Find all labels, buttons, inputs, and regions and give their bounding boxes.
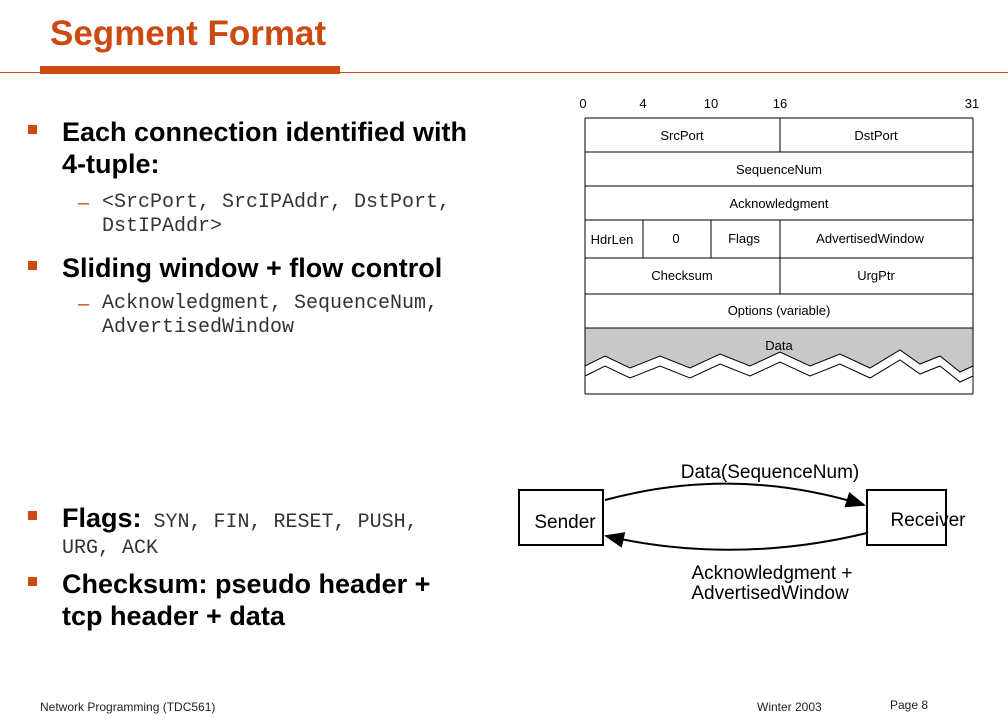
receiver-box bbox=[866, 489, 947, 546]
bit-label: 31 bbox=[965, 96, 979, 111]
footer-term: Winter 2003 bbox=[757, 700, 822, 714]
flags-list: URG, ACK bbox=[62, 537, 159, 560]
sub-text: Acknowledgment, SequenceNum, bbox=[102, 292, 439, 315]
bottom-message-label: AdvertisedWindow bbox=[691, 583, 849, 604]
bottom-message-label: Acknowledgment + bbox=[691, 563, 852, 584]
footer-page: Page 8 bbox=[890, 698, 929, 712]
bit-label: 4 bbox=[639, 96, 646, 111]
sender-box bbox=[518, 489, 604, 546]
bullet-square-icon bbox=[28, 261, 37, 270]
bullet-text: tcp header + data bbox=[62, 601, 285, 631]
top-message-label: Data(SequenceNum) bbox=[681, 462, 859, 483]
bit-label: 16 bbox=[773, 96, 787, 111]
bit-label: 10 bbox=[704, 96, 718, 111]
sub-text: AdvertisedWindow bbox=[102, 316, 295, 339]
field-checksum: Checksum bbox=[651, 268, 712, 283]
bullet-text: 4-tuple: bbox=[62, 149, 160, 179]
sender-label: Sender bbox=[534, 512, 596, 533]
field-hdrlen: HdrLen bbox=[591, 232, 634, 247]
flags-list: SYN, FIN, RESET, PUSH, bbox=[153, 511, 418, 534]
data-tear-line bbox=[584, 359, 974, 383]
bit-label: 0 bbox=[579, 96, 586, 111]
bullet-text: Checksum: pseudo header + bbox=[62, 569, 431, 599]
bullet-text: Sliding window + flow control bbox=[62, 253, 443, 283]
field-sequencenum: SequenceNum bbox=[736, 162, 822, 177]
bullet-square-icon bbox=[28, 125, 37, 134]
receiver-label: Receiver bbox=[891, 510, 967, 531]
data-arrow bbox=[604, 482, 866, 508]
ack-arrow bbox=[604, 532, 868, 551]
tcp-header-diagram: 0 4 10 16 31 SrcPort DstPort SequenceNum… bbox=[579, 96, 979, 395]
field-urgptr: UrgPtr bbox=[857, 268, 895, 283]
field-acknowledgment: Acknowledgment bbox=[730, 196, 829, 211]
flow-diagram: Data(SequenceNum) Sender Receiver Acknow… bbox=[518, 462, 967, 604]
sub-text: <SrcPort, SrcIPAddr, DstPort, bbox=[102, 191, 451, 214]
slide-title: Segment Format bbox=[50, 14, 327, 53]
bullet-square-icon bbox=[28, 577, 37, 586]
bullet-text: Flags: bbox=[62, 503, 142, 533]
field-flags: Flags bbox=[728, 231, 760, 246]
field-dstport: DstPort bbox=[854, 128, 898, 143]
data-region bbox=[584, 327, 974, 373]
title-accent-bar bbox=[40, 66, 340, 74]
footer-course: Network Programming (TDC561) bbox=[40, 700, 216, 714]
dash-icon: – bbox=[78, 192, 90, 214]
sub-text: DstIPAddr> bbox=[102, 215, 223, 238]
field-data: Data bbox=[765, 338, 793, 353]
field-options: Options (variable) bbox=[728, 303, 831, 318]
dash-icon: – bbox=[78, 293, 90, 315]
title-rule bbox=[0, 72, 1008, 73]
field-advertisedwindow: AdvertisedWindow bbox=[816, 231, 924, 246]
bullet-text: Each connection identified with bbox=[62, 117, 468, 147]
bullet-square-icon bbox=[28, 511, 37, 520]
field-zero: 0 bbox=[672, 231, 679, 246]
field-srcport: SrcPort bbox=[660, 128, 704, 143]
